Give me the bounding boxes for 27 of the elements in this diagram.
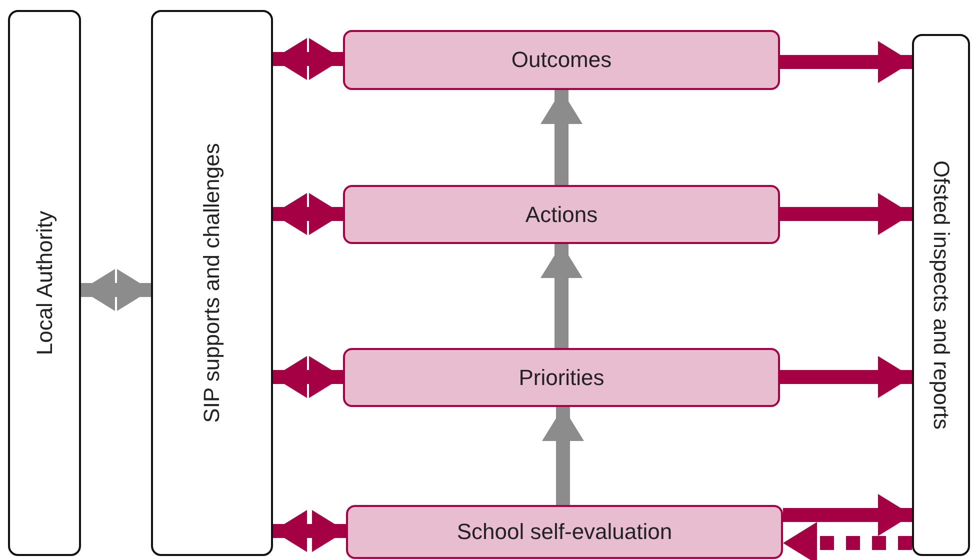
box-label: Priorities xyxy=(518,364,604,390)
arrow xyxy=(780,356,912,398)
arrow xyxy=(542,407,584,505)
arrow xyxy=(780,193,912,235)
arrow xyxy=(81,269,151,311)
panel-label: Ofsted inspects and reports xyxy=(928,160,954,430)
side-panel xyxy=(8,10,81,556)
side-panel xyxy=(151,10,273,556)
arrow xyxy=(273,510,346,552)
process-box xyxy=(343,348,780,407)
arrow xyxy=(273,356,343,398)
dashed-arrow xyxy=(783,522,912,560)
arrow xyxy=(273,38,343,80)
box-label: School self-evaluation xyxy=(456,519,672,545)
arrow xyxy=(780,41,912,83)
panel-label: Local Authority xyxy=(32,210,58,356)
arrow xyxy=(273,193,343,235)
side-panel xyxy=(912,34,970,556)
arrow xyxy=(540,90,582,185)
process-box xyxy=(343,30,780,90)
box-label: Actions xyxy=(525,202,598,228)
box-label: Outcomes xyxy=(511,47,612,73)
process-box xyxy=(346,505,783,559)
arrow xyxy=(783,494,912,536)
panel-label: SIP supports and challenges xyxy=(199,143,225,423)
arrow xyxy=(540,244,582,348)
process-box xyxy=(343,185,780,244)
